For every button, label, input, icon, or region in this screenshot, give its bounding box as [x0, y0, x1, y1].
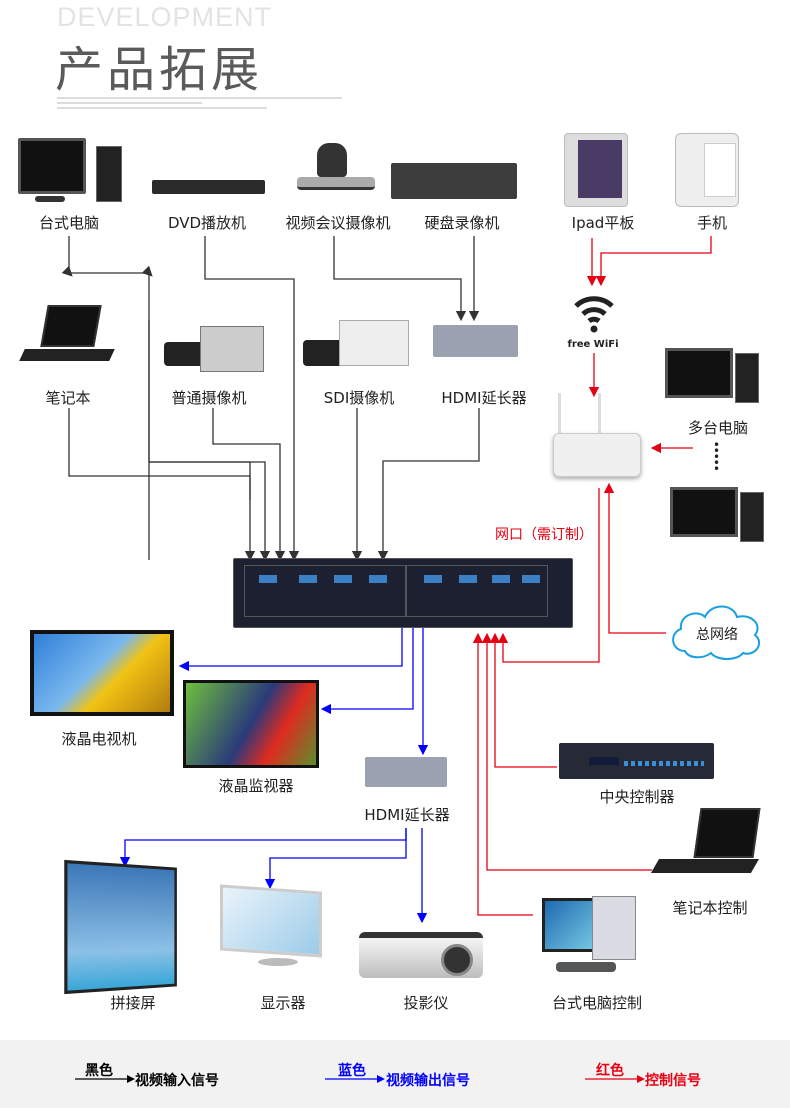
legend-red-arrow	[585, 1075, 645, 1083]
legend-black-color-name: 黑色	[85, 1063, 113, 1079]
label-display: 显示器	[260, 994, 306, 1012]
laptop-icon	[19, 305, 115, 361]
output-signal-wires	[119, 625, 429, 924]
projector-icon	[359, 932, 483, 978]
label-hdmi-extender-in: HDMI延长器	[441, 389, 527, 407]
label-projector: 投影仪	[403, 994, 449, 1012]
decorative-fine-text	[57, 102, 202, 104]
label-multi-pc: 多台电脑	[687, 419, 749, 437]
input-signal-wires	[61, 236, 480, 562]
decorative-fine-text	[57, 107, 267, 109]
conference-camera-icon	[297, 143, 375, 190]
router-icon	[553, 393, 641, 483]
legend-red-color-name: 红色	[596, 1063, 624, 1079]
lcd-tv-icon	[30, 630, 174, 716]
lcd-monitor-icon	[183, 680, 319, 768]
output-panel	[406, 565, 548, 617]
legend-red-meaning: 控制信号	[645, 1073, 701, 1089]
multi-pc-icon-2	[670, 487, 764, 542]
label-dvr: 硬盘录像机	[424, 214, 500, 232]
hdmi-extender-out-icon	[365, 757, 447, 787]
label-dvd: DVD播放机	[167, 214, 247, 232]
dvd-player-icon	[152, 180, 265, 194]
laptop-control-icon	[650, 808, 761, 873]
hdmi-extender-icon	[433, 325, 518, 357]
display-icon	[220, 884, 322, 958]
label-wifi: free WiFi	[567, 339, 619, 350]
display-stand	[258, 958, 298, 966]
label-desktop-control: 台式电脑控制	[551, 994, 643, 1012]
control-signal-wires	[472, 236, 712, 916]
input-panel	[244, 565, 406, 617]
label-lcd-tv: 液晶电视机	[61, 730, 137, 748]
label-hdmi-extender-out: HDMI延长器	[364, 806, 450, 824]
desktop-control-icon	[542, 896, 636, 972]
decorative-fine-text	[57, 97, 342, 99]
wifi-icon	[572, 290, 616, 340]
connection-diagram	[61, 236, 712, 924]
page-title: 产品拓展	[55, 42, 264, 98]
label-sdi-camera: SDI摄像机	[323, 389, 395, 407]
ipad-icon	[564, 133, 628, 207]
label-normal-camera: 普通摄像机	[171, 389, 247, 407]
matrix-switcher	[233, 558, 573, 628]
header-subtitle-en: DEVELOPMENT	[57, 2, 273, 32]
label-ipad: Ipad平板	[571, 214, 635, 232]
phone-icon	[675, 133, 739, 207]
legend-blue-meaning: 视频输出信号	[386, 1073, 470, 1089]
legend: 黑色 视频输入信号 蓝色 视频输出信号 红色 控制信号	[0, 1040, 790, 1108]
multi-pc-icon-1	[665, 348, 759, 403]
label-phone: 手机	[696, 214, 728, 232]
label-laptop: 笔记本	[45, 389, 91, 407]
label-central-controller: 中央控制器	[599, 788, 675, 806]
video-wall-icon	[64, 859, 177, 995]
legend-blue-arrow	[325, 1075, 385, 1083]
legend-black-meaning: 视频输入信号	[135, 1073, 219, 1089]
legend-blue-color-name: 蓝色	[338, 1063, 366, 1079]
dvr-icon	[391, 163, 517, 199]
legend-black-arrow	[75, 1075, 135, 1083]
label-lcd-monitor: 液晶监视器	[218, 777, 294, 795]
label-laptop-control: 笔记本控制	[672, 899, 748, 917]
central-controller-icon	[559, 743, 714, 779]
label-port-note: 网口（需订制）	[495, 527, 593, 543]
cloud-icon	[667, 601, 767, 660]
label-video-wall: 拼接屏	[110, 994, 156, 1012]
label-total-network: 总网络	[696, 627, 738, 643]
desktop-pc-icon	[18, 138, 122, 202]
label-desktop: 台式电脑	[38, 214, 100, 232]
ellipsis-dots: •••••	[713, 438, 721, 476]
label-conference-camera: 视频会议摄像机	[285, 214, 391, 232]
